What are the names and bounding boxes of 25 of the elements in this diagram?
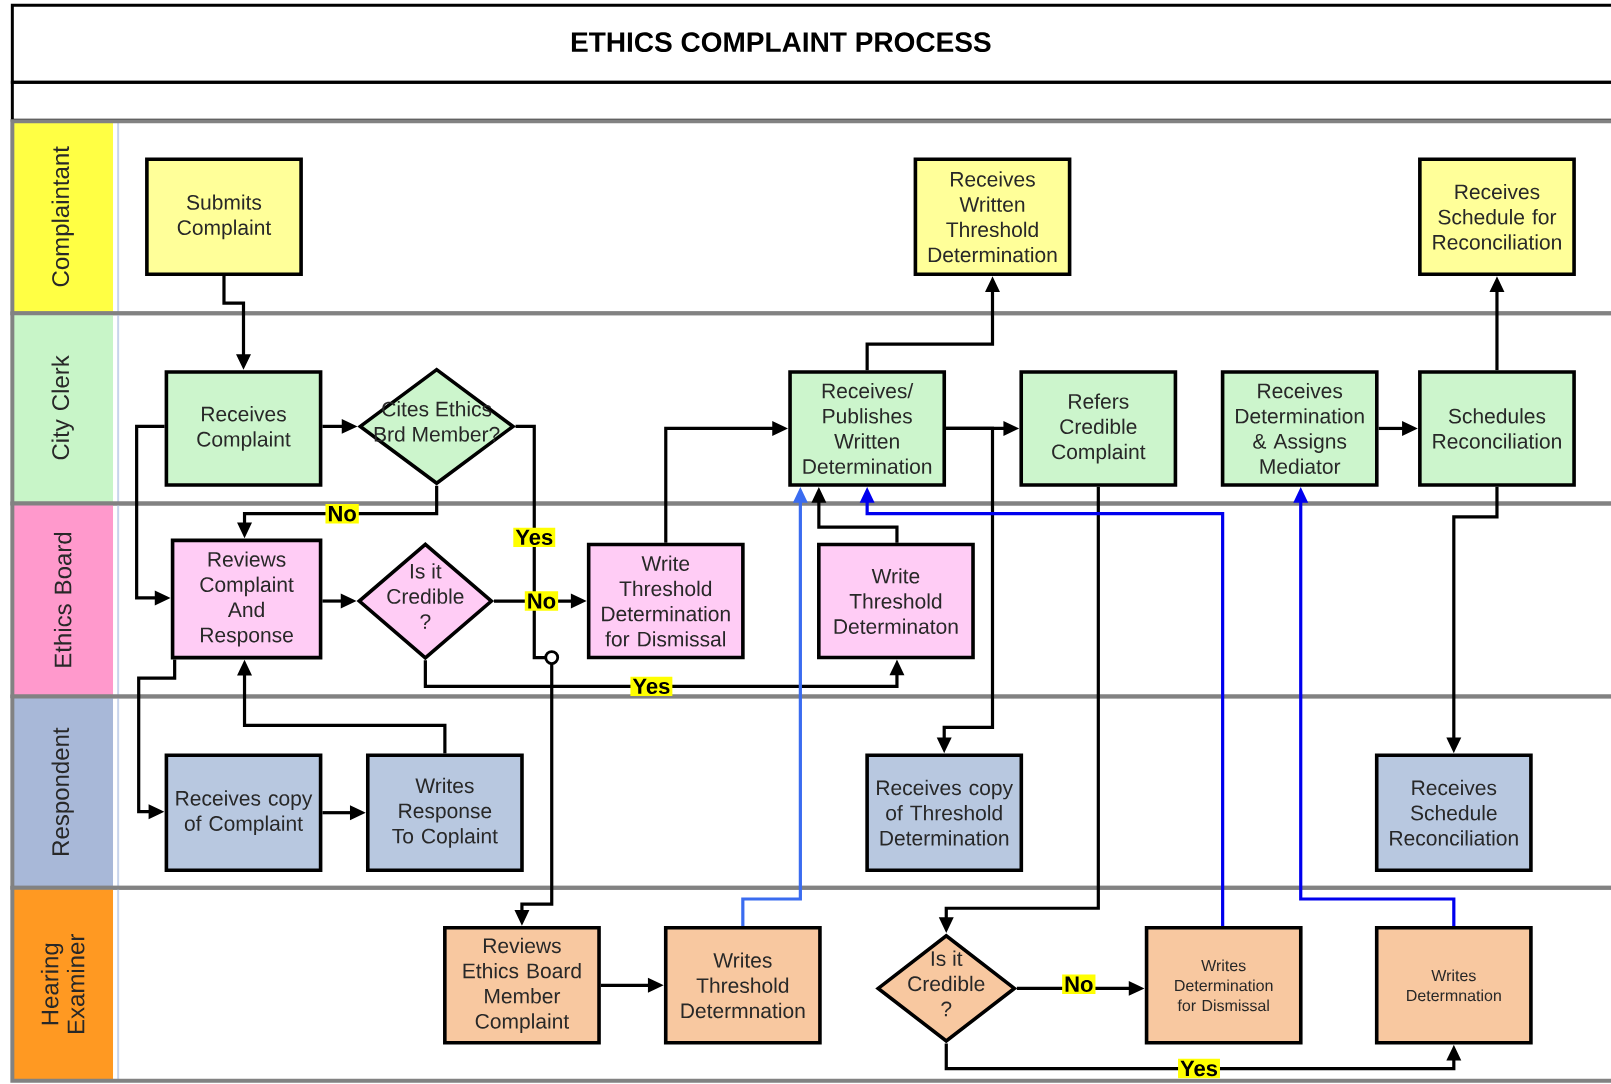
process-box: Reviews Complaint And Response [170,538,323,660]
process-box: Write Threshold Determinaton [817,542,975,660]
edge-label: Yes [1178,1058,1220,1079]
edge-label: Yes [513,527,556,548]
process-box: Submits Complaint [145,157,303,277]
process-box: Schedules Reconciliation [1418,370,1576,487]
process-box: Write Threshold Determination for Dismissal [586,542,745,660]
process-box: Writes Determnation [1374,926,1533,1045]
process-box: Receives/ Publishes Written Determination [788,370,947,487]
edge-label: No [524,591,559,611]
process-box: Receives Written Threshold Determination [913,157,1072,277]
process-box: Reviews Ethics Board Member Complaint [443,926,601,1045]
process-box: Writes Determination for Dismissal [1144,926,1303,1045]
process-box: Receives Determination & Assigns Mediator [1220,370,1379,487]
process-box: Writes Response To Coplaint [365,753,524,873]
edge-label: No [325,504,359,524]
process-box: Receives Schedule for Reconciliation [1418,157,1576,277]
edge-label: Yes [630,676,673,697]
process-box: Refers Credible Complaint [1019,370,1178,487]
process-box: Receives Complaint [164,370,323,487]
title-bar: ETHICS COMPLAINT PROCESS [10,3,1611,84]
process-box: Receives Schedule Reconciliation [1374,753,1533,873]
process-box: Receives copy of Threshold Determination [865,753,1024,873]
process-box: Writes Threshold Determnation [663,926,822,1045]
process-box: Receives copy of Complaint [164,753,323,873]
